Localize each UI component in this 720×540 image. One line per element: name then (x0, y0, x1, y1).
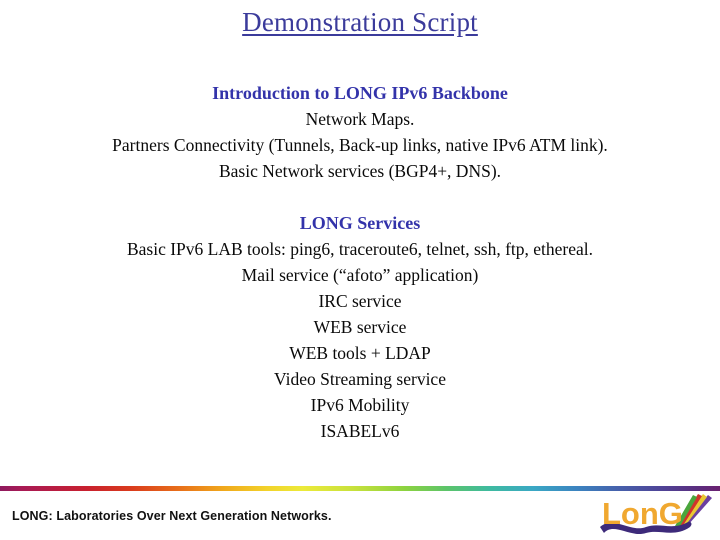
list-item: Video Streaming service (274, 369, 446, 389)
list-item: Network Maps. (305, 109, 415, 129)
list-item: Mail service (“afoto” application) (241, 265, 479, 285)
logo-wordmark: LonG (602, 496, 683, 531)
long-project-logo: LonG (596, 491, 714, 537)
logo-swoosh-icon (600, 521, 692, 534)
slide-body: Introduction to LONG IPv6 Backbone Netwo… (0, 80, 720, 444)
list-item: Basic IPv6 LAB tools: ping6, traceroute6… (126, 239, 594, 259)
footer-gradient-rule (0, 486, 720, 491)
list-item: Basic Network services (BGP4+, DNS). (218, 161, 502, 181)
logo-stripes-icon (675, 494, 712, 528)
list-item: IRC service (318, 291, 402, 311)
section-introduction: Introduction to LONG IPv6 Backbone Netwo… (0, 80, 720, 184)
list-item: Partners Connectivity (Tunnels, Back-up … (112, 135, 608, 155)
footer-caption: LONG: Laboratories Over Next Generation … (12, 509, 332, 523)
page-title-text: Demonstration Script (242, 7, 478, 37)
list-item: IPv6 Mobility (310, 395, 410, 415)
section-heading-introduction: Introduction to LONG IPv6 Backbone (212, 83, 508, 103)
list-item: ISABELv6 (320, 421, 400, 441)
section-long-services: LONG Services Basic IPv6 LAB tools: ping… (0, 210, 720, 444)
list-item: WEB service (313, 317, 407, 337)
section-spacer (0, 184, 720, 210)
section-heading-long-services: LONG Services (299, 213, 421, 233)
list-item: WEB tools + LDAP (289, 343, 431, 363)
page-title: Demonstration Script (0, 7, 720, 38)
